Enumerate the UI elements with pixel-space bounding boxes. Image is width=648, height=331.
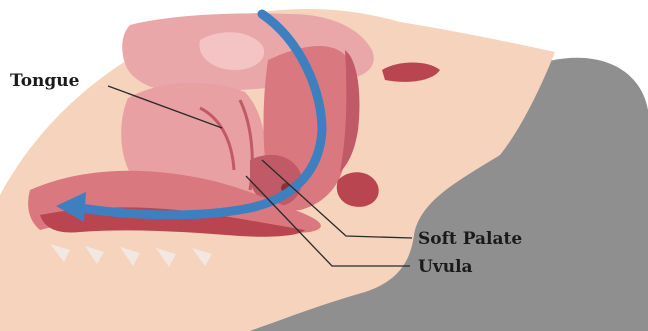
label-uvula: Uvula <box>418 257 473 277</box>
label-soft-palate: Soft Palate <box>418 229 522 249</box>
label-tongue: Tongue <box>10 71 80 91</box>
